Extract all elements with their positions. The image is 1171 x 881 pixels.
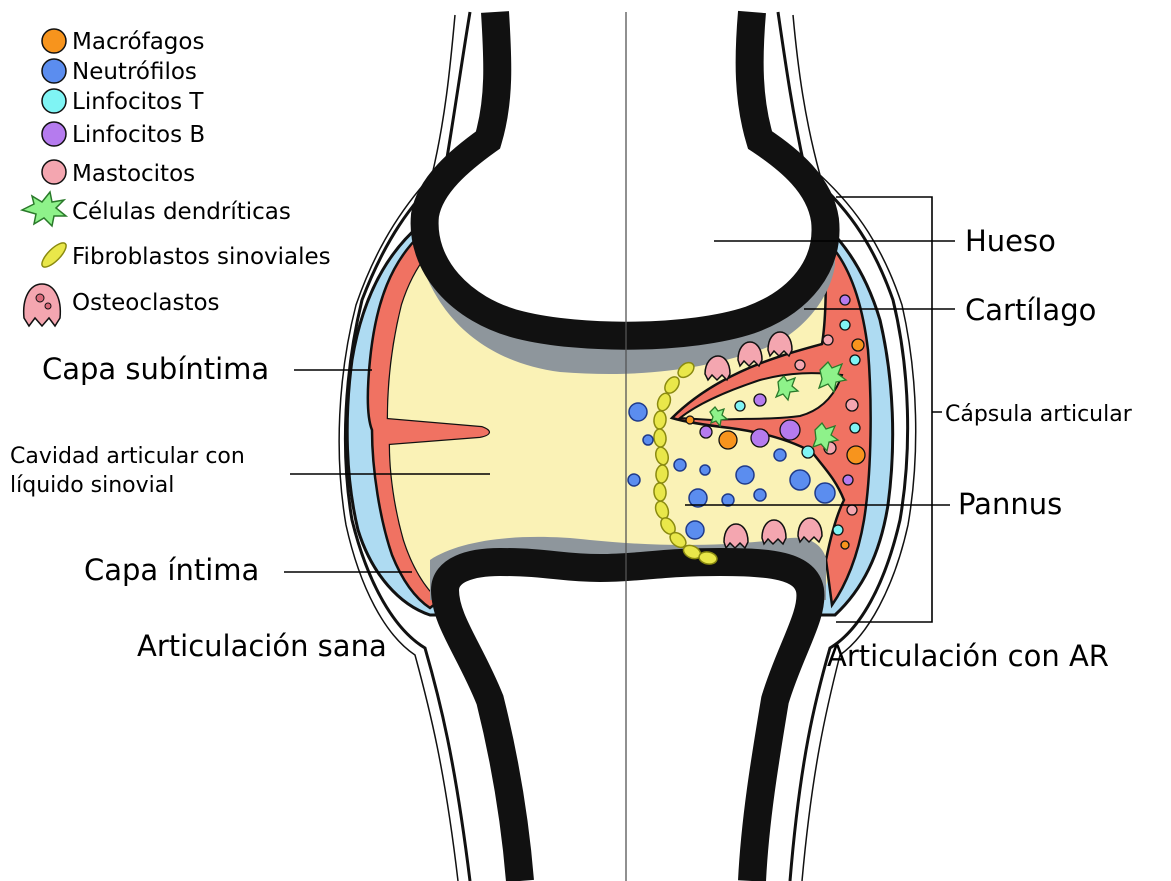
upper-bone [425, 12, 826, 336]
label-pannus: Pannus [958, 487, 1062, 521]
label-articulacion-ar: Articulación con AR [827, 639, 1109, 673]
label-cavidad-line1: Cavidad articular con [10, 444, 245, 469]
legend-dendritic-cell: Células dendríticas [22, 192, 291, 226]
t-lymphocyte-icon [42, 89, 66, 113]
label-articulacion-sana: Articulación sana [137, 629, 387, 663]
legend-b-lymphocyte: Linfocitos B [42, 122, 205, 148]
label-capsula: Cápsula articular [945, 402, 1133, 427]
label-cartilago: Cartílago [965, 293, 1096, 327]
legend-label-dendritic-cell: Células dendríticas [72, 199, 291, 225]
label-cavidad-line2: líquido sinovial [10, 473, 174, 498]
dendritic-cell-icon [22, 192, 66, 226]
legend-label-t-lymphocyte: Linfocitos T [72, 89, 204, 115]
fibroblast-icon [38, 239, 69, 270]
osteoclast-icon [24, 284, 61, 326]
legend-label-b-lymphocyte: Linfocitos B [72, 122, 205, 148]
mast-cell-icon [42, 160, 66, 184]
legend-macrophage: Macrófagos [42, 29, 204, 55]
legend-label-neutrophil: Neutrófilos [72, 59, 197, 85]
legend-osteoclast: Osteoclastos [24, 284, 220, 326]
macrophage-icon [42, 29, 66, 53]
legend-label-macrophage: Macrófagos [72, 29, 204, 55]
osteoclast-nucleus-icon [45, 303, 51, 309]
legend-fibroblast: Fibroblastos sinoviales [38, 239, 330, 270]
label-capa-subintima: Capa subíntima [42, 352, 269, 386]
legend-mast-cell: Mastocitos [42, 160, 195, 187]
lower-bone [445, 562, 810, 881]
label-capa-intima: Capa íntima [84, 553, 259, 587]
legend-t-lymphocyte: Linfocitos T [42, 89, 204, 115]
legend-label-fibroblast: Fibroblastos sinoviales [72, 244, 331, 270]
neutrophil-icon [42, 59, 66, 83]
legend: Macrófagos Neutrófilos Linfocitos T Linf… [22, 29, 331, 326]
legend-label-osteoclast: Osteoclastos [72, 290, 220, 316]
legend-neutrophil: Neutrófilos [42, 59, 197, 85]
label-hueso: Hueso [965, 224, 1056, 258]
b-lymphocyte-icon [42, 122, 66, 146]
legend-label-mast-cell: Mastocitos [72, 161, 195, 187]
osteoclast-nucleus-icon [36, 294, 44, 302]
